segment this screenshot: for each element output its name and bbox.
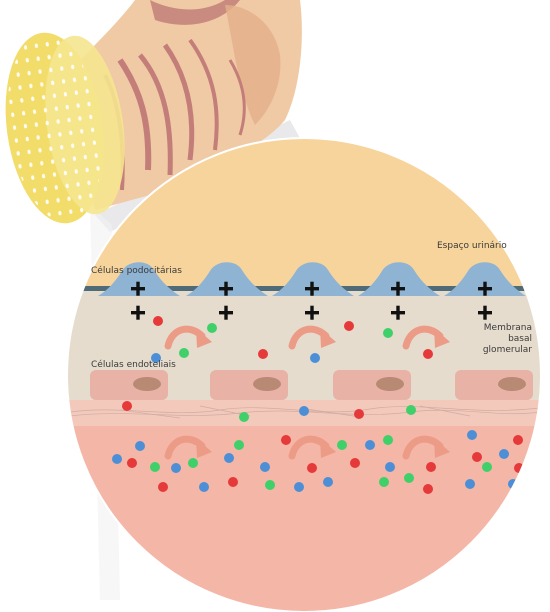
curved-arrow-icon [288, 325, 336, 350]
particle-blue [135, 441, 145, 451]
particle-red [307, 463, 317, 473]
particle-red [153, 316, 163, 326]
particle-red [423, 349, 433, 359]
particle-green [179, 348, 189, 358]
particle-blue [310, 353, 320, 363]
particle-blue [151, 353, 161, 363]
podocyte-cell-icon [358, 262, 440, 296]
particle-green [379, 477, 389, 487]
label-endothelial-cells: Células endoteliais [91, 360, 176, 370]
curved-arrow-icon [164, 325, 212, 350]
particle-blue [299, 406, 309, 416]
particle-green [188, 458, 198, 468]
endothelial-cells [90, 370, 533, 400]
nucleus-icon [376, 377, 404, 391]
flow-arrows [164, 325, 450, 460]
particle-blue [467, 430, 477, 440]
particle-red [354, 409, 364, 419]
particle-green [404, 473, 414, 483]
particle-green [265, 480, 275, 490]
particle-green [239, 412, 249, 422]
particle-blue [385, 462, 395, 472]
label-membrane-line1: Membrana [483, 323, 532, 333]
particle-red [228, 477, 238, 487]
negative-charge-markers [131, 281, 492, 320]
particle-green [383, 435, 393, 445]
particle-red [350, 458, 360, 468]
plus-charge-icon [219, 281, 233, 296]
particle-green [207, 323, 217, 333]
podocyte-cell-icon [272, 262, 354, 296]
curved-arrow-icon [288, 435, 336, 460]
particle-red [258, 349, 268, 359]
particle-red [281, 435, 291, 445]
plus-charge-icon [478, 305, 492, 320]
particle-red [472, 452, 482, 462]
particle-red [423, 484, 433, 494]
particle-blue [499, 449, 509, 459]
particle-red [513, 435, 523, 445]
particle-red [426, 462, 436, 472]
label-membrane-line3: glomerular [482, 345, 532, 355]
particle-green [482, 462, 492, 472]
particle-red [127, 458, 137, 468]
curved-arrow-icon [164, 435, 212, 460]
plus-charge-icon [391, 281, 405, 296]
plus-charge-icon [305, 305, 319, 320]
label-membrane-line2: basal [508, 334, 532, 344]
particle-green [406, 405, 416, 415]
plus-charge-icon [131, 281, 145, 296]
particle-red [158, 482, 168, 492]
label-urinary-space: Espaço urinário [437, 241, 507, 251]
curved-arrow-icon [402, 435, 450, 460]
particle-red [122, 401, 132, 411]
particle-green [337, 440, 347, 450]
particle-blue [171, 463, 181, 473]
particle-red [344, 321, 354, 331]
nucleus-icon [253, 377, 281, 391]
particle-green [383, 328, 393, 338]
podocyte-cell-icon [98, 262, 180, 296]
label-podocytes: Células podocitárias [91, 266, 182, 276]
particle-blue [224, 453, 234, 463]
particle-blue [294, 482, 304, 492]
label-glomerular-basement-membrane: Membrana basal glomerular [442, 323, 532, 356]
particle-blue [323, 477, 333, 487]
particle-green [150, 462, 160, 472]
plus-charge-icon [391, 305, 405, 320]
nucleus-icon [498, 377, 526, 391]
podocyte-cell-icon [444, 262, 526, 296]
nucleus-icon [133, 377, 161, 391]
particle-blue [465, 479, 475, 489]
particle-blue [112, 454, 122, 464]
plus-charge-icon [131, 305, 145, 320]
particle-green [234, 440, 244, 450]
particle-blue [260, 462, 270, 472]
plus-charge-icon [305, 281, 319, 296]
particle-blue [365, 440, 375, 450]
curved-arrow-icon [402, 325, 450, 350]
podocyte-cell-icon [186, 262, 268, 296]
plus-charge-icon [219, 305, 233, 320]
particle-blue [199, 482, 209, 492]
kidney-glomerulus-illustration [5, 0, 302, 224]
plus-charge-icon [478, 281, 492, 296]
podocyte-cells [98, 262, 526, 296]
magnifier-outline [66, 137, 542, 612]
